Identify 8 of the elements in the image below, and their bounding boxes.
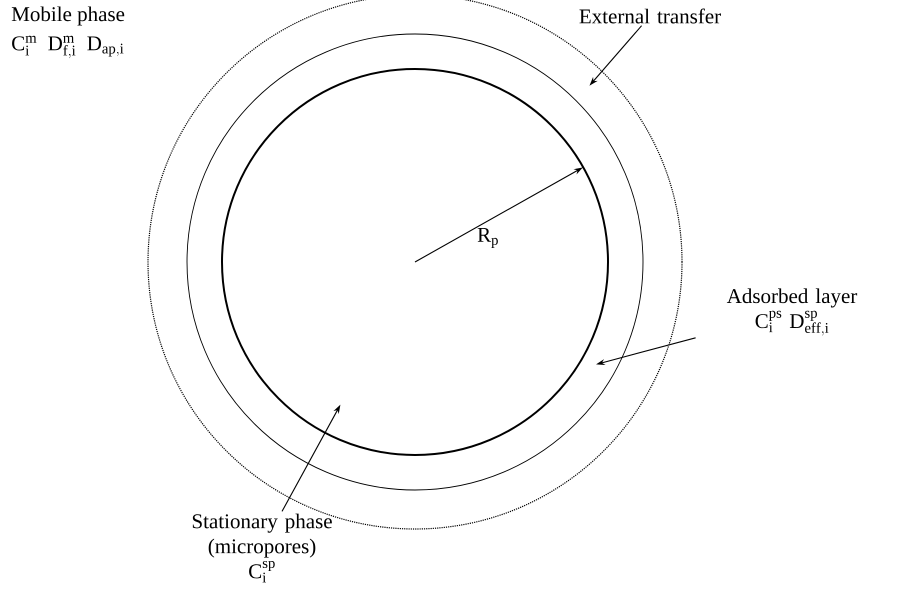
callout-label: Adsorbed layer $\mathrm{C}_{\mathrm{i}}^{\mathrm{ps}}\ \mathrm{D}_{\mathrm{eff,i}}^{\mathrm{sp}}$ — [726, 288, 858, 336]
text-label: $\mathrm{R}_{\mathrm{p}}$ — [478, 228, 498, 248]
callout-label: Stationary phase (micropores) $\mathrm{C}_{\mathrm{i}}^{\mathrm{sp}}$ — [192, 514, 332, 582]
callout-label: External transfer — [579, 8, 721, 24]
circle — [221, 68, 609, 456]
circle — [186, 34, 644, 490]
text-label: Mobile phase — [12, 6, 124, 26]
text-label: $\mathrm{C}_{\mathrm{i}}^{\mathrm{m}}\ \ \mathrm{D}_{\mathrm{f,i}}^{\mathrm{m}}\ \ \mathrm{D}_{\mathrm{ap,i}}$ — [12, 36, 124, 58]
